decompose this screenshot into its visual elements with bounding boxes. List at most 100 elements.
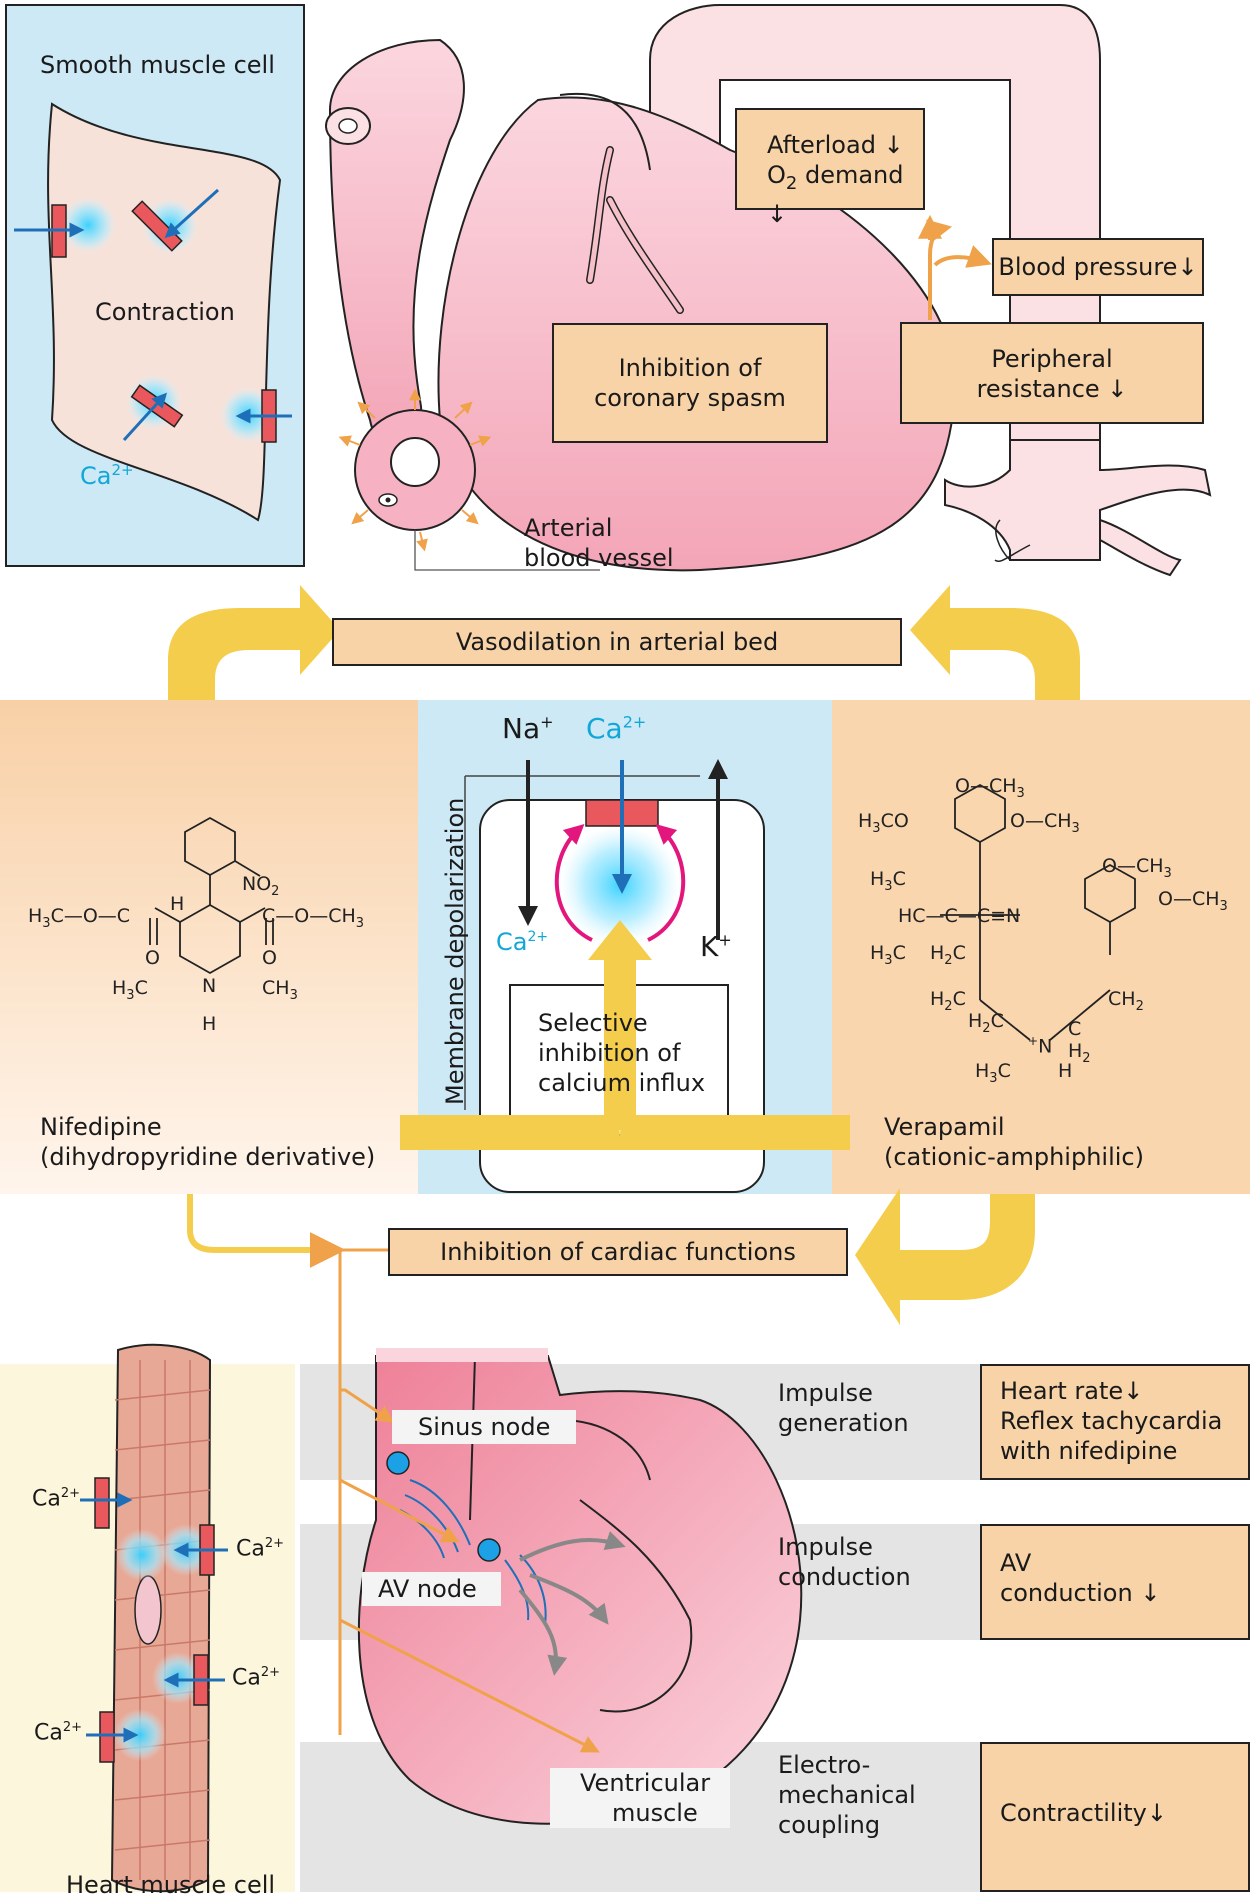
v-h3c-lo-c: C [892, 942, 906, 964]
hm-ca-4: Ca2+ [34, 1720, 82, 1745]
selective-line-3: calcium influx [538, 1069, 706, 1097]
row-label-impulse-conduction: Impulse conduction [778, 1532, 911, 1592]
av-conduction-text: conduction [1000, 1579, 1133, 1607]
hm-ca-1: Ca2+ [32, 1486, 80, 1511]
nif-left-chain-text: C—O—C [50, 905, 131, 927]
hm-ca-4-text: Ca [34, 1720, 63, 1746]
coronary-line-2: coronary spasm [594, 384, 786, 412]
k-sup: + [718, 930, 732, 950]
nif-right-sub: 3 [355, 915, 365, 931]
v-h2c-3-h: H [968, 1010, 983, 1032]
ca-top-sup: 2+ [622, 712, 647, 732]
afterload-line: Afterload ↓ [767, 130, 923, 160]
nifedipine-structure [149, 816, 274, 975]
verapamil-h: H [1058, 1060, 1073, 1082]
v-h3c-up-h: H [870, 868, 885, 890]
ca-top-label: Ca2+ [586, 712, 646, 745]
v-h2c-1-c: C [952, 942, 966, 964]
afterload-arrow: ↓ [883, 131, 904, 159]
hm-ca-1-text: Ca [32, 1486, 61, 1512]
v-h2c-3-c: C [990, 1010, 1004, 1032]
k-label: K+ [700, 930, 732, 963]
o2-arrow: ↓ [767, 199, 788, 228]
sinus-node-label: Sinus node [392, 1410, 577, 1444]
verapamil-h2c-1: H2C [930, 942, 966, 972]
smooth-muscle-title: Smooth muscle cell [40, 51, 275, 79]
nifedipine-o-right: O [262, 947, 277, 969]
nifedipine-left-chain: H3C—O—C [28, 905, 130, 935]
row3-label-1: Electro- [778, 1751, 871, 1779]
arterial-label: Arterial blood vessel [524, 513, 674, 573]
heart-rate-arrow: ↓ [1123, 1377, 1144, 1405]
row-label-impulse-generation: Impulse generation [778, 1378, 909, 1438]
na-text: Na [502, 712, 541, 745]
ventricular-line-2: muscle [612, 1799, 698, 1827]
effect1-line-3: with nifedipine [1000, 1437, 1178, 1465]
effect-box-heart-rate: Heart rate↓ Reflex tachycardia with nife… [980, 1364, 1250, 1480]
nif-h3c-b-sub: 3 [126, 987, 135, 1003]
v-h2c-2-c: C [952, 988, 966, 1010]
v-och3-4: O—CH [1158, 888, 1220, 910]
vessel-tube [328, 38, 465, 450]
v-och3-2-sub: 3 [1071, 820, 1080, 836]
verapamil-h2c-2: H2C [930, 988, 966, 1018]
orange-pathway [338, 1248, 390, 1735]
v-h3c-lo-sub: 3 [884, 952, 893, 968]
hm-ca-2-text: Ca [236, 1536, 265, 1562]
row2-label-2: conduction [778, 1563, 911, 1591]
nif-h3c-b-h: H [112, 977, 127, 999]
nifedipine-ch3-bottom: CH3 [262, 977, 298, 1007]
hm-ca-4-sup: 2+ [62, 1720, 83, 1735]
heart-muscle-cell-label: Heart muscle cell [66, 1871, 276, 1899]
v-c-h2-h: H [1068, 1040, 1083, 1062]
blood-vessel-text: blood vessel [524, 544, 674, 572]
verapamil-label: Verapamil (cationic-amphiphilic) [884, 1112, 1144, 1172]
v-plus: + [1028, 1034, 1039, 1048]
k-text: K [700, 930, 719, 963]
coronary-line-1: Inhibition of [618, 354, 762, 382]
selective-line-1: Selective [538, 1009, 648, 1037]
hm-ca-3-sup: 2+ [260, 1665, 281, 1680]
verapamil-h3c-n: H3C [975, 1060, 1011, 1090]
verapamil-h2c-3: H2C [968, 1010, 1004, 1040]
hm-ca-3: Ca2+ [232, 1665, 280, 1690]
verapamil-panel [832, 700, 1250, 1194]
v-ch2-r: CH [1108, 988, 1136, 1010]
ca-inner-sup: 2+ [527, 929, 549, 945]
effect3-line-1: Contractility↓ [1000, 1798, 1248, 1828]
effect-box-contractility: Contractility↓ [980, 1742, 1250, 1892]
peripheral-text: Peripheral [991, 345, 1113, 373]
na-sup: + [540, 712, 554, 732]
effect-box-av-conduction: AV conduction ↓ [980, 1524, 1250, 1640]
o2-demand-line: O2 demand ↓ [767, 160, 923, 229]
nifedipine-desc: (dihydropyridine derivative) [40, 1143, 376, 1171]
v-n: N [1038, 1035, 1053, 1058]
afterload-text: Afterload [767, 131, 876, 159]
nif-h3c-h: H [28, 905, 43, 927]
verapamil-structure [940, 783, 1136, 1041]
na-label: Na+ [502, 712, 554, 745]
nifedipine-o-left: O [145, 947, 160, 969]
v-och3-3-sub: 3 [1163, 865, 1172, 881]
o2-sub: 2 [785, 172, 798, 194]
nifedipine-right-chain: C—O—CH3 [262, 905, 364, 935]
hm-ca-2-sup: 2+ [264, 1536, 285, 1551]
nifedipine-panel [0, 700, 418, 1194]
verapamil-h3c-upper: H3C [870, 868, 906, 898]
blood-pressure-box: Blood pressure↓ [992, 238, 1204, 296]
effect2-line-1: AV [1000, 1549, 1032, 1577]
nifedipine-n: N [202, 975, 217, 997]
verapamil-och3-top: O—CH3 [955, 775, 1025, 805]
v-c-h2-c: C [1068, 1018, 1082, 1040]
av-node-label: AV node [362, 1572, 501, 1606]
nif-ch3-sub: 3 [289, 987, 298, 1003]
ca-inner-label: Ca2+ [496, 928, 548, 956]
effect1-line-2: Reflex tachycardia [1000, 1407, 1223, 1435]
selective-line-2: inhibition of [538, 1039, 681, 1067]
verapamil-name: Verapamil [884, 1113, 1005, 1141]
row2-label-1: Impulse [778, 1533, 873, 1561]
row-label-electromechanical: Electro- mechanical coupling [778, 1750, 916, 1840]
arterial-branches [944, 439, 1212, 561]
av-arrow: ↓ [1140, 1579, 1161, 1607]
verapamil-hc-chain: HC—C—C≡N [898, 905, 1021, 927]
